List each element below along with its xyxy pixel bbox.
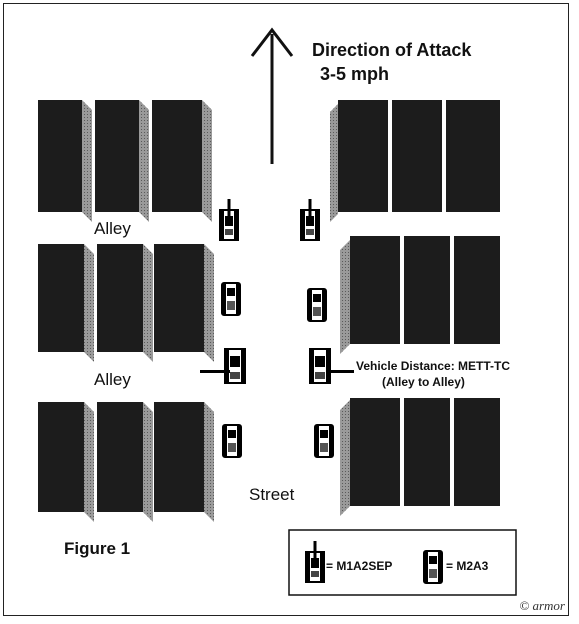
figure-caption: Figure 1 (64, 539, 130, 558)
ifv-icon (423, 550, 443, 584)
legend-box (288, 529, 517, 596)
building-block-mid-left (38, 244, 214, 362)
copyright-text: © armor (519, 598, 565, 613)
alley-label-bottom: Alley (94, 370, 131, 389)
building-block-bottom-left (38, 402, 214, 522)
vehicle-distance-sublabel: (Alley to Alley) (382, 375, 465, 389)
vehicle-distance-label: Vehicle Distance: METT-TC (356, 359, 510, 373)
ifv-icon (314, 424, 334, 458)
ifv-icon (222, 424, 242, 458)
attack-title: Direction of Attack (312, 40, 472, 60)
legend-ifv-label: = M2A3 (446, 559, 489, 573)
alley-label-top: Alley (94, 219, 131, 238)
ifv-icon (221, 282, 241, 316)
legend-tank-label: = M1A2SEP (326, 559, 392, 573)
tank-icon (219, 198, 239, 241)
direction-arrow-icon (250, 27, 294, 164)
ifv-icon (307, 288, 327, 322)
building-block-top-left (38, 100, 212, 222)
tank-turret-left-icon (200, 348, 246, 384)
building-block-bottom-right (340, 398, 500, 516)
building-block-mid-right (340, 236, 500, 354)
attack-speed: 3-5 mph (320, 64, 389, 84)
tank-turret-right-icon (309, 348, 354, 384)
tank-icon (300, 198, 320, 241)
street-label: Street (249, 485, 295, 504)
building-block-top-right (330, 100, 500, 222)
